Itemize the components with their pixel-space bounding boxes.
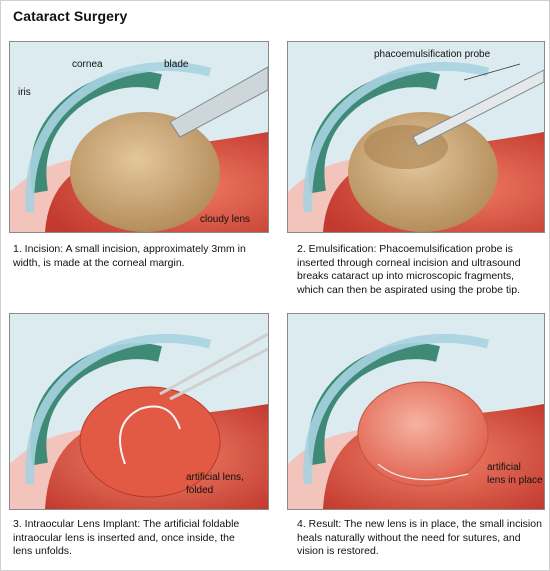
label-artificial-lens-folded-2: folded [186, 485, 214, 496]
label-iris: iris [18, 87, 31, 98]
haptic-shape [377, 463, 469, 481]
cornea-shape [303, 61, 490, 213]
label-blade: blade [164, 59, 189, 70]
probe-shape [412, 69, 544, 147]
caption-line: 1. Incision: A small incision, approxima… [13, 243, 246, 255]
caption-line: 4. Result: The new lens is in place, the… [297, 518, 542, 530]
caption-line: heals naturally without the need for sut… [297, 531, 521, 544]
capsule-shape [79, 386, 221, 498]
caption-line: intraocular lens is inserted and, once i… [13, 531, 235, 544]
caption-1: 1. Incision: A small incision, approxima… [13, 243, 268, 270]
new-lens-shape [357, 381, 489, 487]
panel-emulsification: phacoemulsification probe [287, 41, 545, 233]
incision-illustration [10, 42, 268, 232]
forceps-shape [159, 332, 268, 396]
cornea-shape [25, 61, 212, 213]
caption-3: 3. Intraocular Lens Implant: The artific… [13, 518, 268, 559]
caption-line: which can then be aspirated using the pr… [297, 283, 520, 296]
label-probe: phacoemulsification probe [374, 49, 491, 60]
caption-2: 2. Emulsification: Phacoemulsification p… [297, 243, 547, 297]
lens-implant-illustration [10, 314, 268, 509]
caption-4: 4. Result: The new lens is in place, the… [297, 518, 547, 559]
label-artificial-lens-in-place-1: artificial [487, 462, 521, 473]
cornea-shape [25, 333, 212, 485]
caption-line: vision is restored. [297, 545, 379, 557]
caption-line: width, is made at the corneal margin. [13, 256, 185, 269]
label-cloudy-lens: cloudy lens [200, 214, 251, 225]
panel-incision: cornea blade iris cloudy lens [9, 41, 269, 233]
caption-line: breaks cataract up into microscopic frag… [297, 270, 515, 282]
cornea-shape [303, 333, 490, 485]
panel-lens-implant: artificial lens, folded [9, 313, 269, 510]
caption-line: inserted through corneal incision and ul… [297, 256, 521, 269]
label-cornea: cornea [72, 59, 103, 70]
panel-result: artificial lens in place [287, 313, 545, 510]
label-artificial-lens-folded-1: artificial lens, [186, 472, 244, 483]
figure-title: Cataract Surgery [13, 8, 128, 24]
result-illustration [288, 314, 544, 509]
label-artificial-lens-in-place-2: lens in place [487, 475, 543, 486]
emulsification-illustration [288, 42, 544, 232]
cloudy-lens-shape [70, 112, 220, 232]
caption-line: 2. Emulsification: Phacoemulsification p… [297, 243, 513, 255]
caption-line: lens unfolds. [13, 545, 72, 557]
caption-line: 3. Intraocular Lens Implant: The artific… [13, 518, 240, 530]
blade-shape [169, 66, 268, 138]
folded-lens-shape [119, 405, 181, 465]
